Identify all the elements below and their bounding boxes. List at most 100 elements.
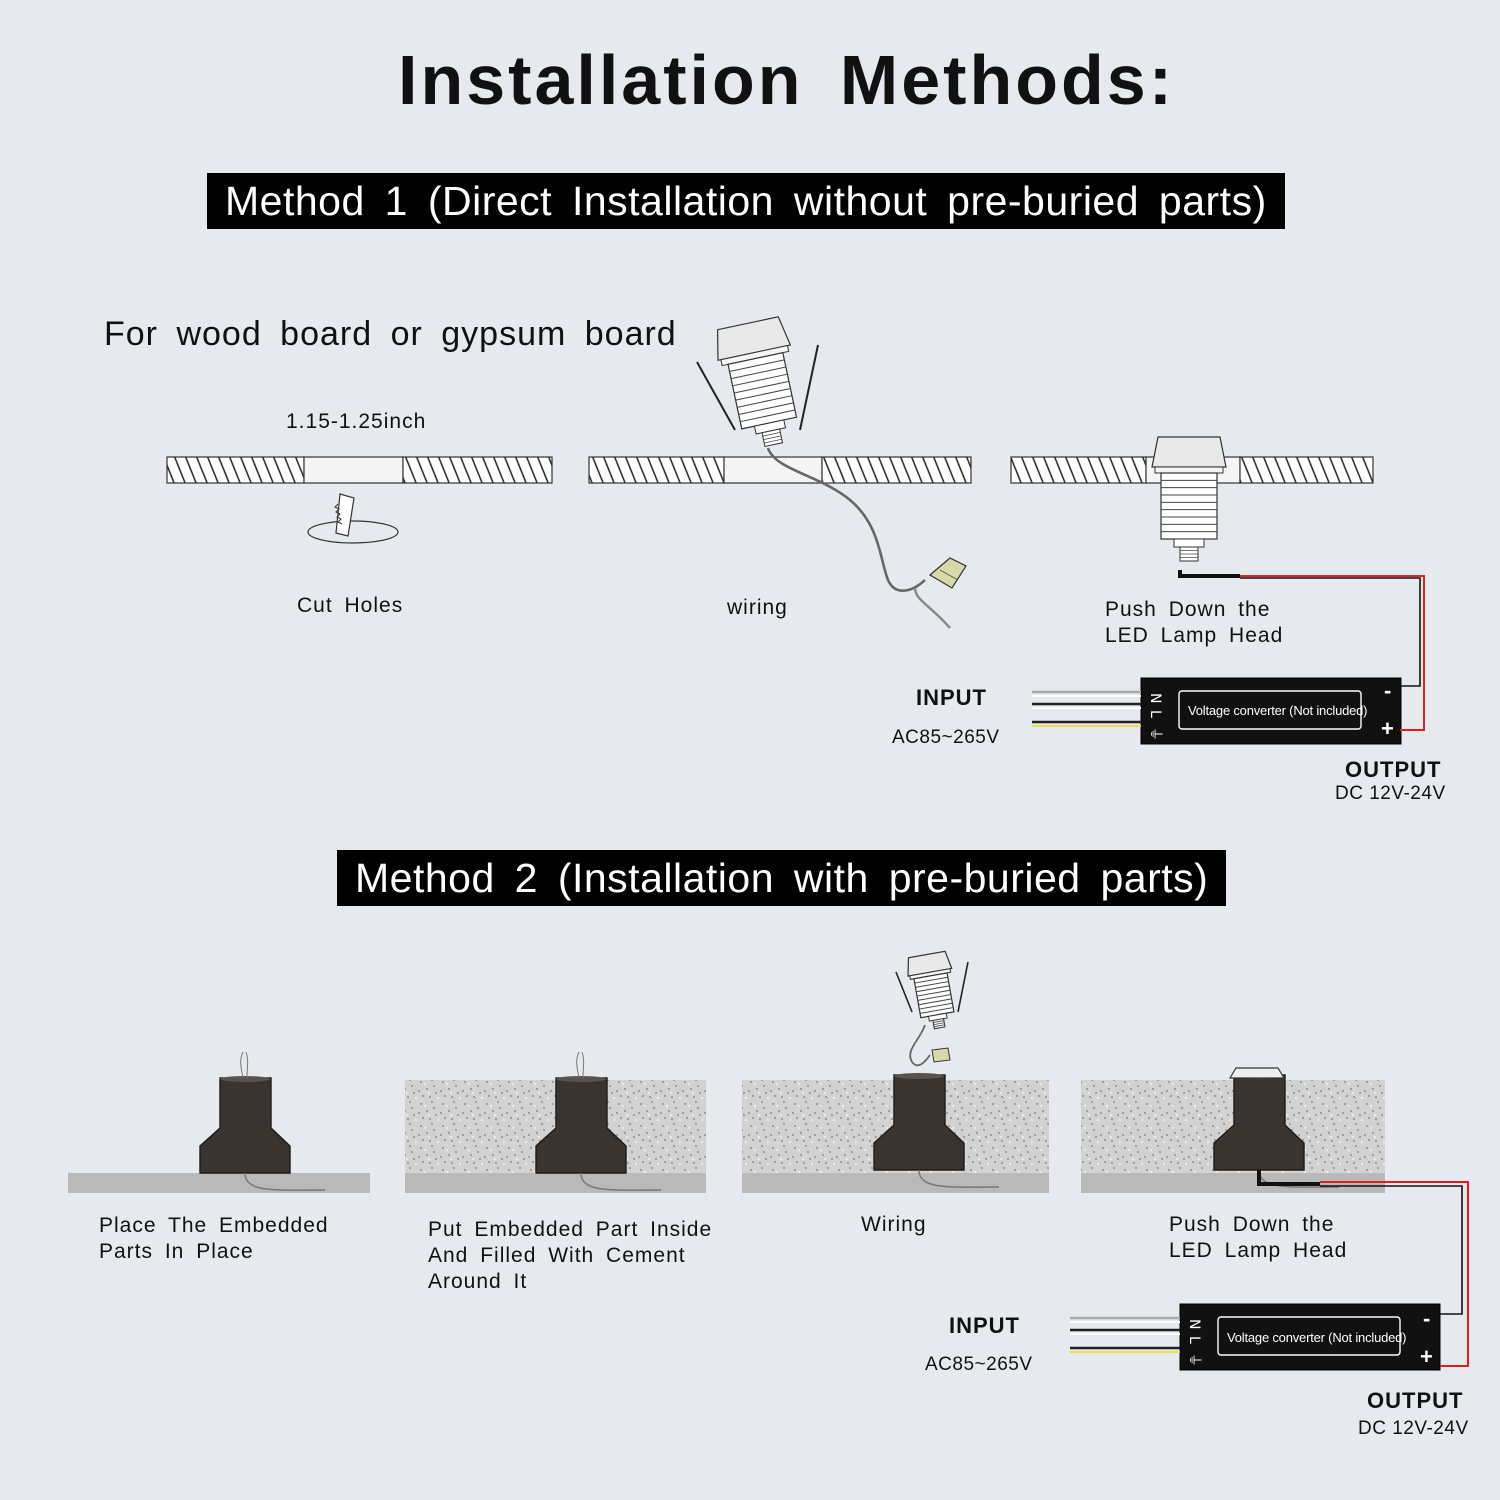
board-hatched-segment [821, 456, 972, 484]
input-label-2: INPUT [949, 1313, 1020, 1338]
wire-nut-body [928, 557, 967, 589]
board-hole-segment [303, 456, 404, 484]
embedded-part-place [199, 1051, 326, 1191]
embedded-part-body [873, 1074, 965, 1171]
board-hatched-segment [1010, 456, 1147, 484]
hole-saw-circle [307, 520, 399, 544]
ground-slab [1081, 1173, 1385, 1193]
converter-label-1: Voltage converter (Not included) [1188, 703, 1368, 718]
converter-label-box [1217, 1316, 1401, 1356]
converter-terminal-label: ⏚ [1147, 727, 1163, 741]
wire-tail [576, 1051, 585, 1079]
lamp-thread-line [933, 1022, 945, 1026]
lamp-negative-lead [1178, 570, 1240, 578]
lamp-fin [738, 402, 794, 416]
converter-plus-1: + [1381, 716, 1394, 741]
hole-dimension-label: 1.15-1.25inch [286, 410, 427, 433]
embedded-part-cement [535, 1051, 662, 1191]
converter-terminal-label: N [1186, 1319, 1202, 1329]
lamp-fin [734, 380, 790, 394]
negative-output-wire [1240, 577, 1421, 687]
lamp-thread-line [933, 1020, 944, 1023]
method1-banner: Method 1 (Direct Installation without pr… [207, 173, 1285, 229]
voltage-converter-2: NL⏚ [1070, 1303, 1441, 1371]
positive-output-wire-2 [1320, 1181, 1469, 1367]
insert-arrow-left [696, 361, 736, 431]
step-caption-place-parts: Place The Embedded Parts In Place [99, 1214, 329, 1263]
output-voltage-2: DC 12V-24V [1358, 1418, 1469, 1439]
input-voltage-1: AC85~265V [892, 727, 1000, 748]
lamp-fin [915, 981, 949, 988]
lamp-thread-line [933, 1024, 945, 1028]
embedded-part-body [535, 1077, 627, 1174]
embedded-part-rim [894, 1073, 944, 1079]
hole-saw-teeth [334, 503, 343, 525]
step-caption-wiring-2: Wiring [861, 1213, 927, 1236]
insert-arrow-right-2 [957, 961, 969, 1013]
ground-slab-1 [68, 1173, 370, 1193]
lamp-cap-installed-2 [1228, 1067, 1286, 1079]
board-hole-segment [723, 456, 823, 484]
embedded-part-wiring [873, 1073, 1000, 1188]
board-hatched-segment [588, 456, 725, 484]
ground-slab [405, 1173, 706, 1193]
input-voltage-2: AC85~265V [925, 1354, 1033, 1375]
converter-terminal-label: L [1147, 710, 1163, 718]
lamp-lead-wire-2 [909, 1024, 931, 1067]
step-caption-cut-holes: Cut Holes [297, 594, 404, 617]
voltage-converter-1: NL ⏚ [1032, 677, 1402, 745]
output-label-1: OUTPUT [1345, 757, 1442, 782]
wire-nut-rib [939, 569, 959, 581]
lamp-wiring-step [717, 316, 798, 448]
board-hatched-segment [402, 456, 553, 484]
embedded-part-rim [220, 1076, 270, 1082]
output-voltage-1: DC 12V-24V [1335, 783, 1446, 804]
ground-slab [742, 1173, 1049, 1193]
lamp-wiring-step-2 [907, 950, 955, 1030]
hole-saw-blade [335, 493, 355, 537]
hole-saw-icon [307, 493, 399, 544]
converter-label-2: Voltage converter (Not included) [1227, 1330, 1407, 1345]
method2-banner: Method 2 (Installation with pre-buried p… [337, 850, 1227, 906]
embedded-part-body [1213, 1074, 1305, 1171]
lamp-negative-lead-2 [1257, 1170, 1320, 1186]
converter-plus-2: + [1420, 1344, 1433, 1369]
lamp-thread-line [763, 435, 782, 440]
step-caption-fill-cement: Put Embedded Part Inside And Filled With… [428, 1218, 713, 1293]
insert-arrow-right [799, 344, 819, 431]
lamp-fin [917, 994, 951, 1001]
wire-tail [240, 1051, 249, 1079]
lamp-fin [730, 366, 786, 380]
converter-minus-2: - [1423, 1306, 1431, 1331]
wood-board-cut-holes [166, 456, 553, 484]
wire-nut-icon-2 [931, 1047, 951, 1063]
lamp-fin [735, 388, 791, 401]
input-label-1: INPUT [916, 685, 987, 710]
converter-terminal-label: N [1147, 693, 1163, 703]
step-caption-wiring: wiring [727, 596, 788, 619]
embedded-part-body [199, 1077, 291, 1174]
converter-terminal-label: ⏚ [1186, 1353, 1202, 1367]
embedded-part-rim [556, 1076, 606, 1082]
lamp-fin [914, 976, 948, 984]
lamp-fin [737, 395, 793, 408]
output-label-2: OUTPUT [1367, 1388, 1464, 1413]
insert-arrow-left-2 [895, 971, 913, 1013]
lamp-nut [1173, 538, 1205, 548]
wood-board-wiring [588, 456, 972, 484]
step-caption-push-down-2: Push Down the LED Lamp Head [1169, 1213, 1348, 1262]
lamp-rim [1154, 466, 1224, 474]
negative-output-wire-2 [1320, 1185, 1463, 1315]
method1-subtitle: For wood board or gypsum board [104, 315, 677, 353]
buried-cable [918, 1169, 1000, 1188]
lamp-fin [919, 1002, 953, 1010]
lamp-fin [916, 989, 951, 997]
tail-wire [913, 587, 951, 629]
lamp-fin [918, 998, 952, 1006]
board-hatched-segment [166, 456, 305, 484]
lamp-thread-line [764, 438, 782, 444]
converter-body [1179, 1303, 1441, 1371]
lamp-cap [1151, 436, 1227, 468]
